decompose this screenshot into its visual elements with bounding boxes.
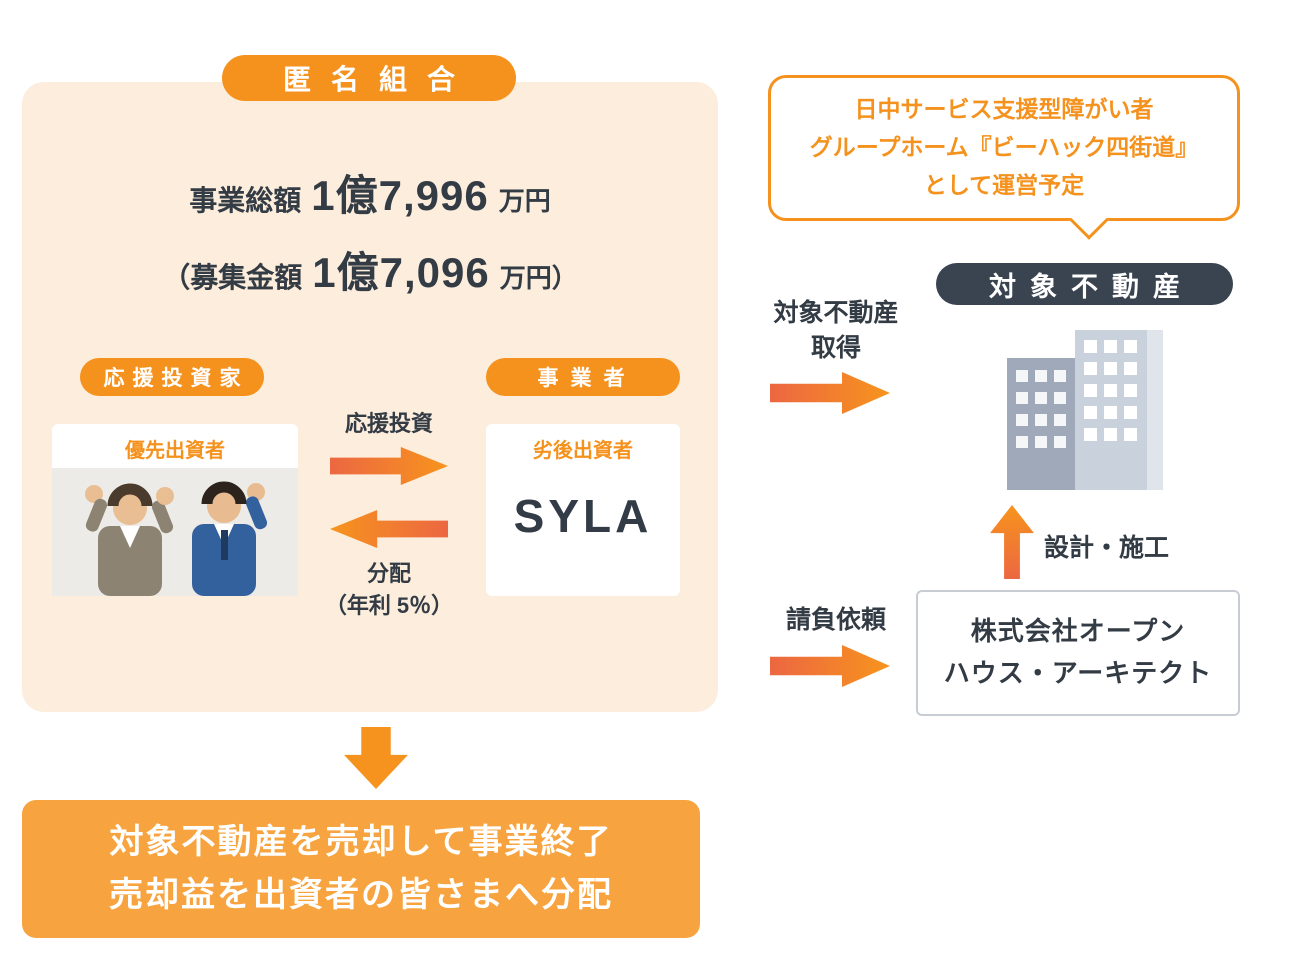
operator-card: 劣後出資者 SYLA [486,424,680,596]
property-pill: 対象不動産 [936,263,1233,305]
bubble-line2: グループホーム『ビーハック四街道』 [809,134,1199,161]
tokumei-kumiai-panel [22,82,718,712]
contract-arrow-label: 請負依頼 [785,606,886,634]
building-icon-image [1007,330,1163,490]
acquire-label-line1: 対象不動産 [773,299,899,327]
property-speech-bubble: 日中サービス支援型障がい者 グループホーム『ビーハック四街道』 として運営予定 [768,75,1240,240]
total-amount-label: 事業総額 [189,185,302,216]
bubble-line1: 日中サービス支援型障がい者 [854,96,1154,123]
investor-pill: 応援投資家 [80,358,264,396]
total-amount-unit: 万円 [498,186,551,216]
investors-photo-image [52,468,298,596]
contract-arrow-icon [770,645,890,687]
result-line2: 売却益を出資者の皆さまへ分配 [109,876,613,914]
panel-title: 匿名組合 [282,64,475,95]
bubble-pointer [1069,200,1109,240]
result-box: 対象不動産を売却して事業終了 売却益を出資者の皆さまへ分配 [22,800,700,938]
distribution-arrow-label: 分配 （年利 5％） [294,558,484,622]
syla-logo: SYLA [513,490,653,542]
panel-title-pill: 匿名組合 [222,55,516,101]
bubble-line3: として運営予定 [923,171,1085,198]
design-arrow-label: 設計・施工 [1044,534,1170,562]
operator-pill-label: 事業者 [537,367,637,390]
investor-pill-label: 応援投資家 [103,367,249,390]
raise-amount-label: （募集金額 [162,262,303,293]
raise-amount-unit: 万円） [499,263,578,293]
operator-card-label: 劣後出資者 [533,440,633,462]
operator-pill: 事業者 [486,358,680,396]
acquire-label-line2: 取得 [810,334,861,362]
property-pill-label: 対象不動産 [989,271,1194,302]
design-arrow-icon [990,505,1034,579]
raise-amount-line: （募集金額 1億7,096 万円） [22,239,718,300]
raise-amount-value: 1億7,096 [312,249,490,296]
architect-box: 株式会社オープン ハウス・アーキテクト [916,590,1240,716]
investor-card-label: 優先出資者 [125,440,225,462]
investor-card: 優先出資者 [52,424,298,596]
amounts-block: 事業総額 1億7,996 万円 （募集金額 1億7,096 万円） [22,162,718,316]
total-amount-line: 事業総額 1億7,996 万円 [22,162,718,223]
building-icon [1005,328,1170,493]
architect-line2: ハウス・アーキテクト [943,658,1213,688]
invest-arrow-label: 応援投資 [344,411,433,436]
acquire-arrow-label: 対象不動産 取得 [758,296,914,366]
total-amount-value: 1億7,996 [311,172,489,219]
result-line1: 対象不動産を売却して事業終了 [109,823,613,862]
distribution-label-line1: 分配 [366,561,411,586]
acquire-arrow-icon [770,372,890,414]
down-arrow-icon [344,727,408,789]
architect-line1: 株式会社オープン [970,616,1186,647]
investors-photo [52,468,298,596]
distribution-label-line2: （年利 5％） [324,592,454,618]
